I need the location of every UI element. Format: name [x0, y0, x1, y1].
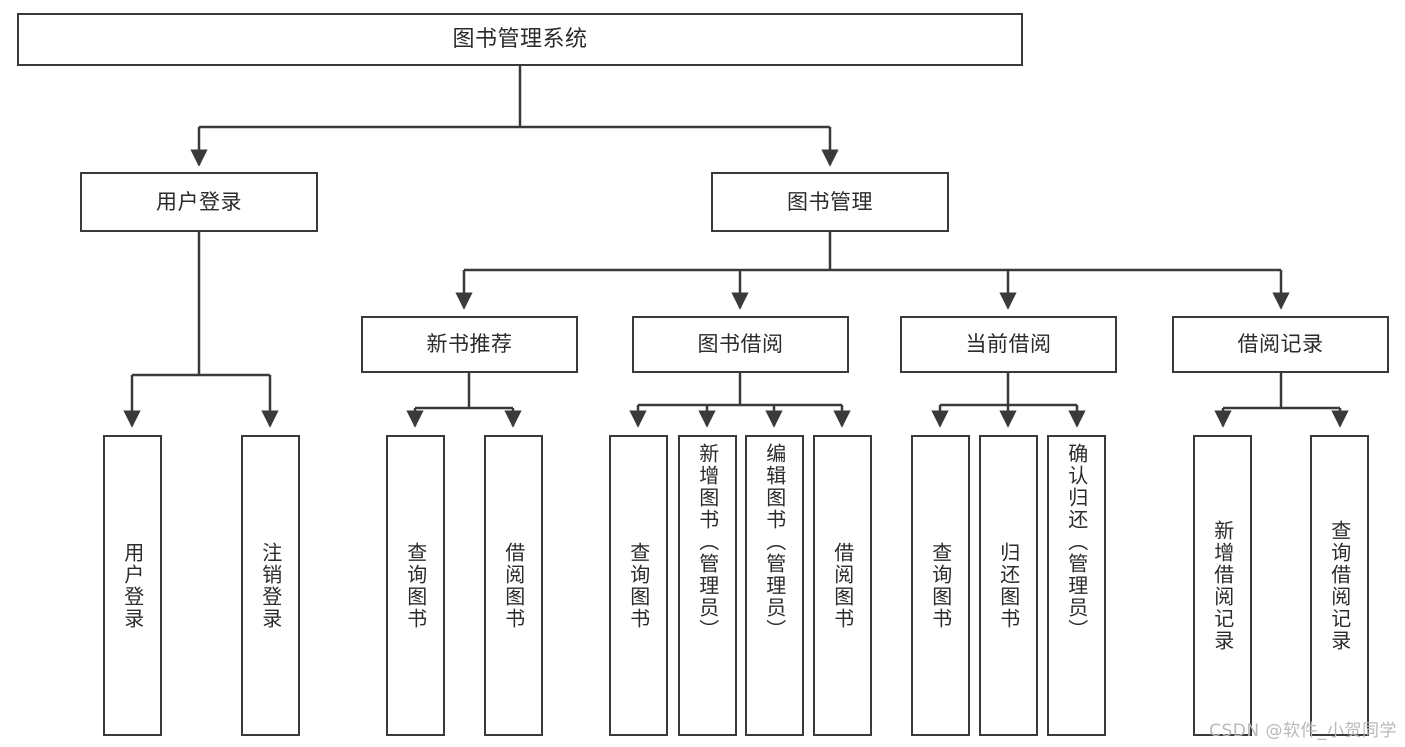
node-new-book-recommend[interactable]: 新书推荐 — [361, 316, 578, 373]
node-label: 查询图书 — [928, 541, 953, 630]
node-label: 图书管理 — [787, 189, 873, 214]
node-label: 当前借阅 — [965, 332, 1052, 357]
node-label: 新增借阅记录 — [1210, 519, 1235, 652]
leaf-borrow-record-query-record[interactable]: 查询借阅记录 — [1310, 435, 1369, 736]
node-label: 新书推荐 — [426, 332, 513, 357]
node-user-login[interactable]: 用户登录 — [80, 172, 318, 232]
leaf-new-book-query-book[interactable]: 查询图书 — [386, 435, 445, 736]
node-label: 用户登录 — [156, 189, 242, 214]
node-label: 确认归还（管理员） — [1064, 443, 1089, 641]
node-label: 借阅图书 — [830, 541, 855, 630]
leaf-book-borrow-query-book[interactable]: 查询图书 — [609, 435, 668, 736]
leaf-user-login-signout[interactable]: 注销登录 — [241, 435, 300, 736]
node-label: 查询借阅记录 — [1327, 519, 1352, 652]
node-label: 图书借阅 — [697, 332, 784, 357]
leaf-current-borrow-return-book[interactable]: 归还图书 — [979, 435, 1038, 736]
node-label: 归还图书 — [996, 541, 1021, 630]
node-current-borrow[interactable]: 当前借阅 — [900, 316, 1117, 373]
node-label: 查询图书 — [403, 541, 428, 630]
leaf-current-borrow-confirm-return-admin[interactable]: 确认归还（管理员） — [1047, 435, 1106, 736]
node-label: 借阅记录 — [1237, 332, 1324, 357]
leaf-book-borrow-borrow-book[interactable]: 借阅图书 — [813, 435, 872, 736]
leaf-borrow-record-add-record[interactable]: 新增借阅记录 — [1193, 435, 1252, 736]
node-book-management[interactable]: 图书管理 — [711, 172, 949, 232]
node-label: 图书管理系统 — [452, 26, 588, 52]
node-book-borrow[interactable]: 图书借阅 — [632, 316, 849, 373]
node-root-book-management-system[interactable]: 图书管理系统 — [17, 13, 1023, 66]
leaf-book-borrow-edit-book-admin[interactable]: 编辑图书（管理员） — [745, 435, 804, 736]
node-label: 用户登录 — [120, 541, 145, 630]
node-label: 查询图书 — [626, 541, 651, 630]
leaf-current-borrow-query-book[interactable]: 查询图书 — [911, 435, 970, 736]
leaf-user-login-signin[interactable]: 用户登录 — [103, 435, 162, 736]
leaf-new-book-borrow-book[interactable]: 借阅图书 — [484, 435, 543, 736]
node-borrow-record[interactable]: 借阅记录 — [1172, 316, 1389, 373]
leaf-book-borrow-add-book-admin[interactable]: 新增图书（管理员） — [678, 435, 737, 736]
node-label: 注销登录 — [258, 541, 283, 630]
node-label: 编辑图书（管理员） — [762, 443, 787, 641]
node-label: 借阅图书 — [501, 541, 526, 630]
csdn-watermark: CSDN @软件_小贺同学 — [1209, 721, 1397, 741]
node-label: 新增图书（管理员） — [695, 443, 720, 641]
